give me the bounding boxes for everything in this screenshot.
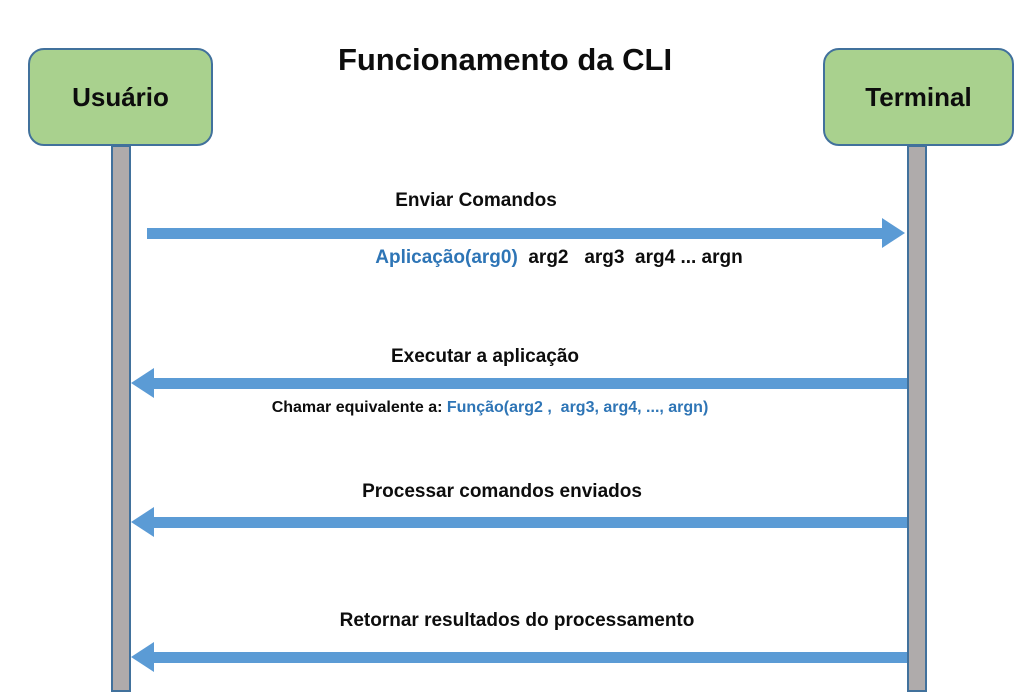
- message-1-detail-code: Aplicação(arg0): [375, 247, 518, 268]
- message-1-arrow-head-right-icon: [882, 218, 905, 248]
- message-1-detail: Aplicação(arg0) arg2 arg3 arg4 ... argn: [179, 247, 939, 269]
- diagram-title: Funcionamento da CLI: [337, 42, 673, 77]
- message-4-arrow-shaft: [153, 652, 907, 663]
- message-2-arrow-shaft: [153, 378, 907, 389]
- message-2-detail: Chamar equivalente a: Função(arg2 , arg3…: [110, 399, 870, 417]
- message-2-detail-plain: Chamar equivalente a:: [271, 399, 447, 416]
- actor-usuario-label: Usuário: [72, 81, 169, 112]
- message-2-arrow-head-left-icon: [131, 368, 154, 398]
- message-4-label: Retornar resultados do processamento: [339, 610, 695, 631]
- message-1-arrow-shaft: [147, 228, 883, 239]
- lifeline-usuario: [111, 145, 131, 692]
- actor-usuario: Usuário: [28, 48, 213, 146]
- message-2-detail-code: Função(arg2 , arg3, arg4, ..., argn): [446, 399, 709, 416]
- actor-terminal: Terminal: [823, 48, 1014, 146]
- lifeline-terminal: [907, 145, 927, 692]
- message-4-arrow-head-left-icon: [131, 642, 154, 672]
- message-3-arrow-head-left-icon: [131, 507, 154, 537]
- actor-terminal-label: Terminal: [865, 81, 972, 112]
- message-3-arrow-shaft: [153, 517, 907, 528]
- message-2-label: Executar a aplicação: [391, 346, 579, 367]
- message-1-label: Enviar Comandos: [395, 190, 557, 211]
- message-1-detail-plain: arg2 arg3 arg4 ... argn: [517, 247, 743, 268]
- message-3-label: Processar comandos enviados: [362, 481, 642, 502]
